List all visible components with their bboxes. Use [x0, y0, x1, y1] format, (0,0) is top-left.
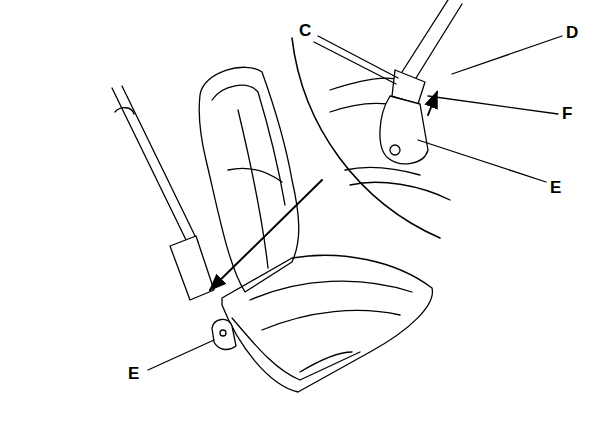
inset-rail [345, 168, 450, 200]
leader-line [314, 36, 398, 84]
lower-anchor [212, 319, 236, 349]
leader-line [428, 96, 558, 114]
inset-strap [402, 0, 462, 78]
belt-guide [115, 108, 134, 114]
seat-side-trim [300, 352, 352, 372]
callout-letter: C [299, 22, 311, 39]
anchor-bolt [220, 330, 226, 336]
leader-line [148, 340, 214, 370]
cushion-seam [262, 310, 400, 330]
seat-belt-strap [112, 86, 198, 244]
belt-buckle [170, 236, 214, 300]
seat-back [199, 67, 299, 292]
seat-back-seam [228, 168, 282, 182]
cushion-seam [250, 281, 412, 300]
leader-line [452, 36, 562, 74]
inset-anchor-hole [390, 145, 400, 155]
callout-letter: D [566, 24, 578, 41]
seat-back-trim [212, 85, 285, 205]
seat-back-seam [238, 110, 268, 268]
leader-line [418, 140, 546, 182]
inset-anchor-plate [380, 96, 428, 164]
direction-arrow [428, 92, 437, 115]
callout-letter: E [128, 365, 139, 382]
callout-letter: E [550, 179, 561, 196]
seat-side-trim [232, 318, 360, 380]
callout-letter: F [562, 105, 572, 122]
detail-pointer [210, 180, 322, 290]
seat-cushion [222, 255, 432, 392]
